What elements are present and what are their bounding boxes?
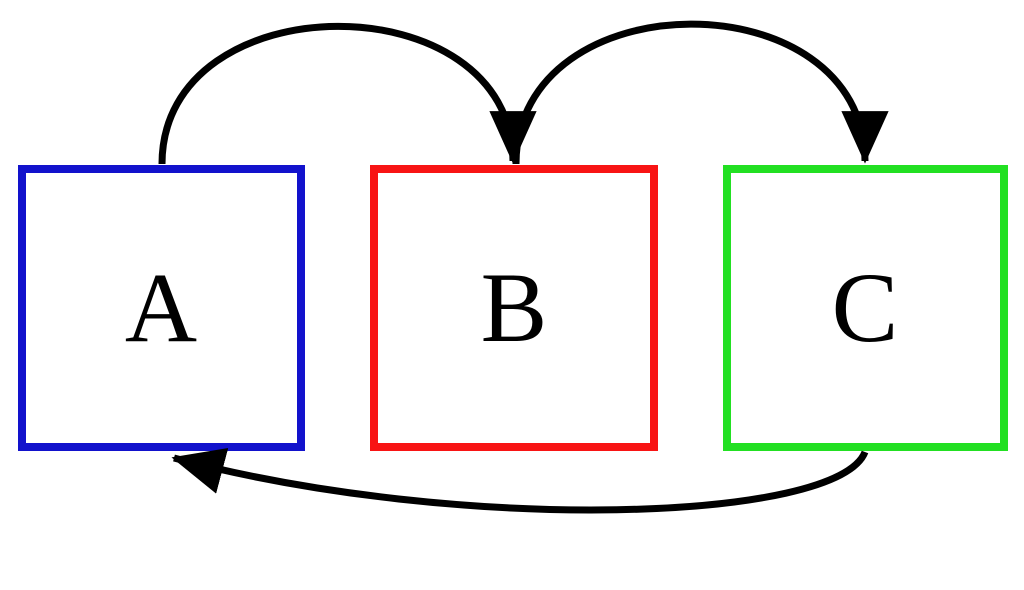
node-b-label: B [481,252,548,363]
node-a-box [18,165,305,451]
edge-c-to-a-arrow [171,447,869,514]
node-a-label: A [125,252,197,363]
node-c-box [723,165,1008,451]
node-c-label: C [832,252,899,363]
edge-a-to-b-arrow [158,23,537,165]
node-b-box [370,165,658,451]
edge-b-to-c-arrow [512,20,889,165]
